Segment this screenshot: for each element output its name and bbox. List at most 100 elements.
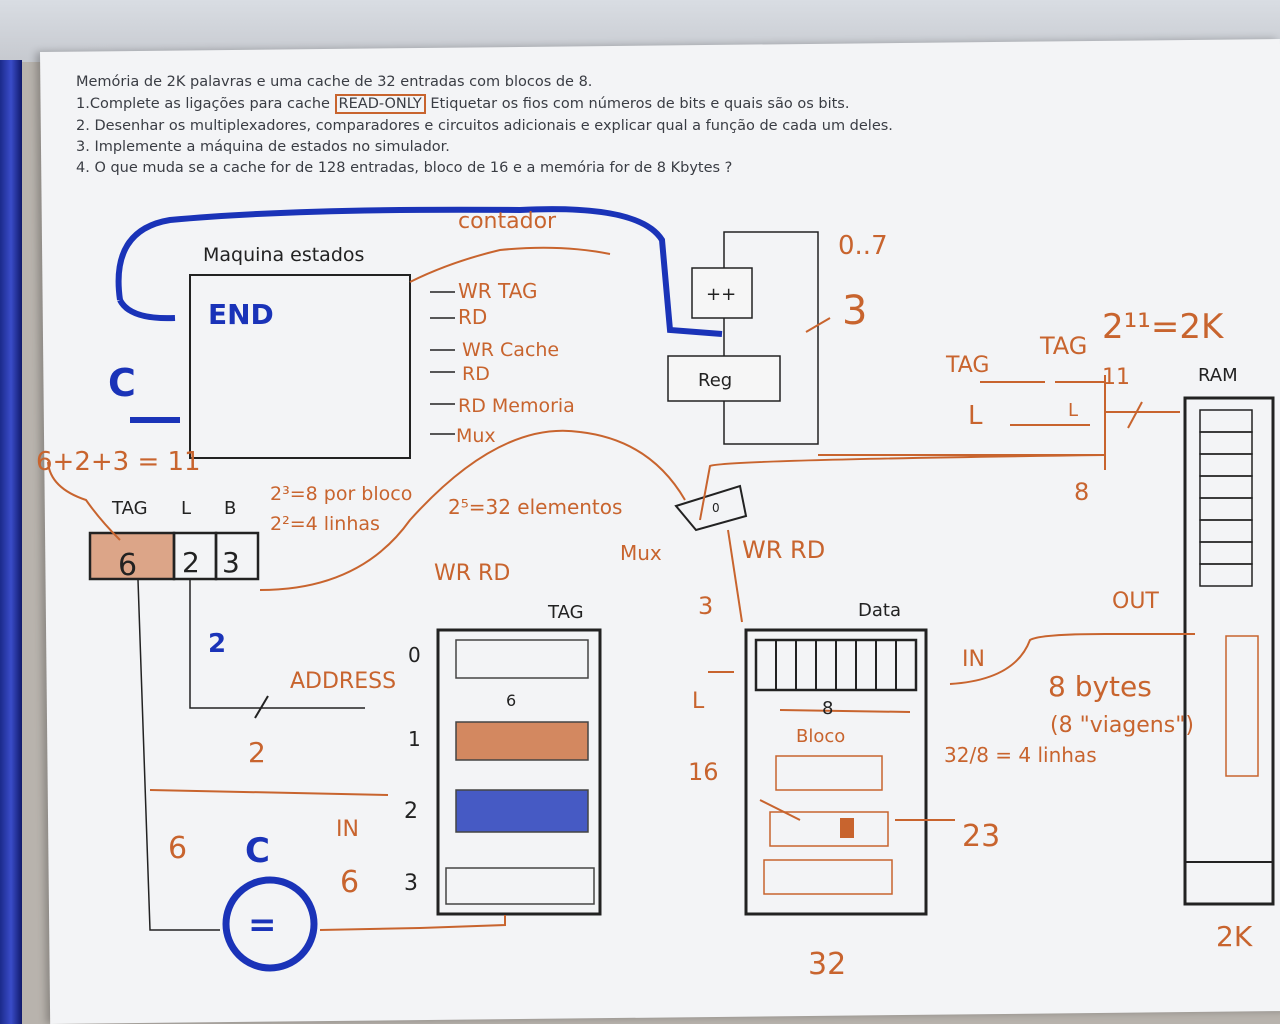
ram-cell [1199,519,1253,543]
ram-bus-tick [1127,401,1143,429]
mux-zero: 0 [712,501,720,515]
data-block-cells [775,640,897,690]
tag-row-index-0: 0 [408,643,421,667]
question-1-start: 1.Complete as ligações para cache [76,96,335,112]
field-tag-value: 6 [118,548,137,583]
twenty-three-label: 23 [962,819,1000,854]
ram-cell [1199,453,1253,477]
selected-byte-mark [840,818,854,838]
field-l-value: 2 [182,546,200,579]
sm-output-3: RD [462,363,490,385]
orange-wires [47,246,1195,931]
tag-row-1 [455,721,589,761]
blue-pen [0,60,22,1024]
increment-label: ++ [706,284,736,305]
question-1: 1.Complete as ligações para cache READ-O… [76,94,850,114]
sm-output-2: WR Cache [462,339,559,361]
tag-in-label: TAG [945,353,989,378]
l-inner-label: L [1068,400,1078,421]
mux-shape [674,484,748,532]
tag-row-2 [455,789,589,833]
ram-label: RAM [1198,365,1238,386]
eleven-label: 11 [1102,365,1130,390]
blue-two: 2 [208,629,226,659]
tag-inner-six: 6 [506,691,516,710]
question-4: 4. O que muda se a cache for de 128 entr… [76,160,733,176]
six-left-label: 6 [168,831,187,866]
state-machine-box [189,274,411,459]
question-3: 3. Implemente a máquina de estados no si… [76,139,450,155]
comparator-circle [222,876,318,972]
sm-output-0: WR TAG [458,279,538,303]
two-k-label: 2K [1216,920,1253,953]
tag-row-index-2: 2 [404,799,418,824]
bits-tick [805,317,831,333]
data-table-label: Data [858,600,901,621]
black-wires [137,291,455,931]
contador-label: contador [458,209,557,234]
elements-label: 2⁵=32 elementos [448,495,622,519]
tag-table-label: TAG [547,602,584,623]
bloco-eight: 8 [822,698,833,719]
question-1-end: Etiquetar os fios com números de bits e … [425,96,850,112]
wr-rd-data-label: WR RD [742,536,825,564]
field-b-box [214,531,260,581]
pow-2k-label: 2¹¹=2K [1102,307,1225,347]
address-tick [254,695,269,719]
viagens-label: (8 "viagens") [1050,713,1194,738]
tag-row-0 [455,639,589,679]
increment-box [691,267,753,319]
reg-label: Reg [698,370,732,391]
in-data-label: IN [962,647,985,672]
in-tag-label: IN [336,817,359,842]
address-label: ADDRESS [290,669,396,694]
address-two: 2 [248,736,266,769]
equals-sign: = [248,905,277,945]
question-intro: Memória de 2K palavras e uma cache de 32… [76,74,593,90]
tag-row-3 [445,867,595,905]
field-tag-label: TAG [111,498,148,519]
sixteen-label: 16 [688,758,719,786]
ram-cell [1199,541,1253,565]
end-label: END [208,298,274,331]
field-tag-box [88,531,176,581]
blue-end-arrow [117,298,176,322]
question-2: 2. Desenhar os multiplexadores, comparad… [76,118,893,134]
six-right-label: 6 [340,865,359,900]
bloco-row-3 [763,859,893,895]
bloco-row-2 [769,811,889,847]
ram-cell [1199,563,1253,587]
sm-output-5: Mux [456,425,496,447]
tag-top-label: TAG [1039,332,1087,360]
c-input-label: C [108,361,136,405]
l-in-label: L [968,401,983,431]
field-b-value: 3 [222,546,240,579]
three-bits-label: 3 [842,288,867,334]
ram-orange-column [1225,635,1259,777]
mux-label: Mux [620,541,662,565]
sm-output-1: RD [458,305,487,329]
ram-cell [1199,497,1253,521]
sm-output-4: RD Memoria [458,395,575,417]
blue-end-wire [115,206,723,337]
out-label: OUT [1112,589,1159,614]
mux-three-label: 3 [698,592,713,620]
fraction-label: 32/8 = 4 linhas [944,743,1097,767]
ram-cells [1199,409,1253,587]
l-data-label: L [692,689,705,714]
lines-label: 2²=4 linhas [270,513,380,535]
wr-rd-tag-label: WR RD [434,561,510,586]
data-table [744,628,928,916]
ram-cell [1199,431,1253,455]
per-block-label: 2³=8 por bloco [270,483,412,505]
tag-row-index-1: 1 [408,727,421,751]
read-only-highlight: READ-ONLY [334,94,426,114]
state-machine-label: Maquina estados [203,244,364,266]
reg-box [667,355,781,402]
eight-label: 8 [1074,478,1089,506]
thirty-two-label: 32 [808,947,846,982]
tag-row-index-3: 3 [404,871,418,896]
range-label: 0..7 [838,231,888,261]
